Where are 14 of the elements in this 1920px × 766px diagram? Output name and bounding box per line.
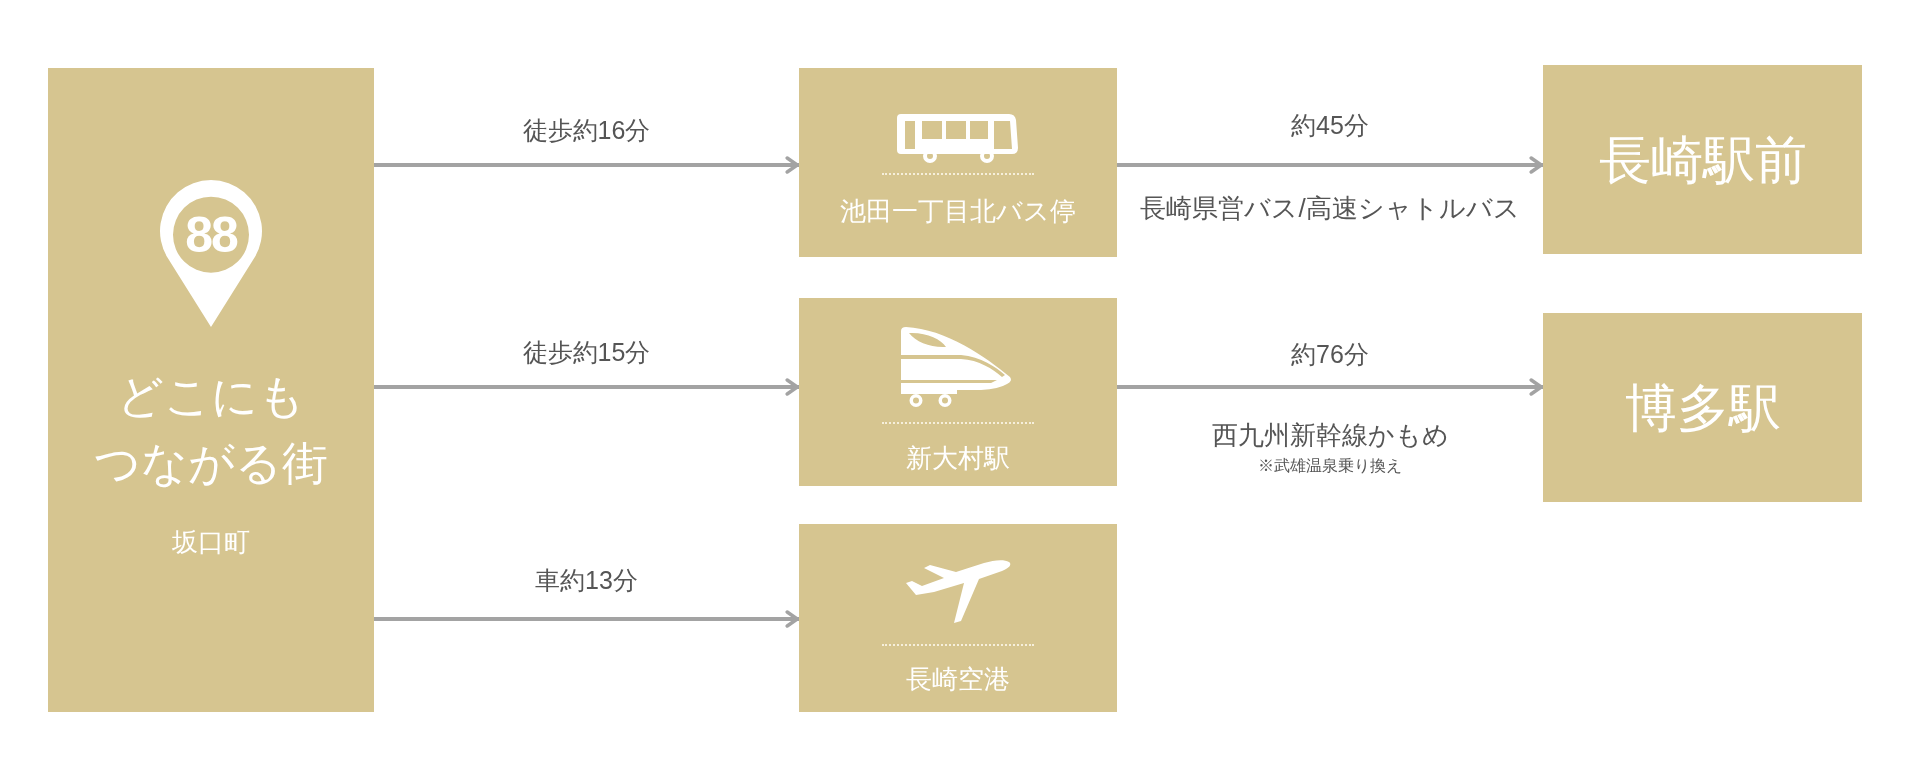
destination-name: 博多駅 [1624, 377, 1781, 438]
stop-name: 新大村駅 [906, 441, 1010, 475]
destination-box [1543, 313, 1862, 502]
stop-box [799, 68, 1117, 257]
stop-box [799, 298, 1117, 486]
stop-box [799, 524, 1117, 712]
pin-number: 88 [185, 205, 237, 265]
stop-name: 長崎空港 [906, 662, 1010, 696]
district-name: 坂口町 [172, 525, 250, 559]
place-name: どこにもつながる街 [93, 369, 329, 491]
stop-name: 池田一丁目北バス停 [840, 194, 1076, 228]
place-panel [48, 68, 374, 712]
destination-box [1543, 65, 1862, 254]
destination-name: 長崎駅前 [1598, 129, 1807, 190]
